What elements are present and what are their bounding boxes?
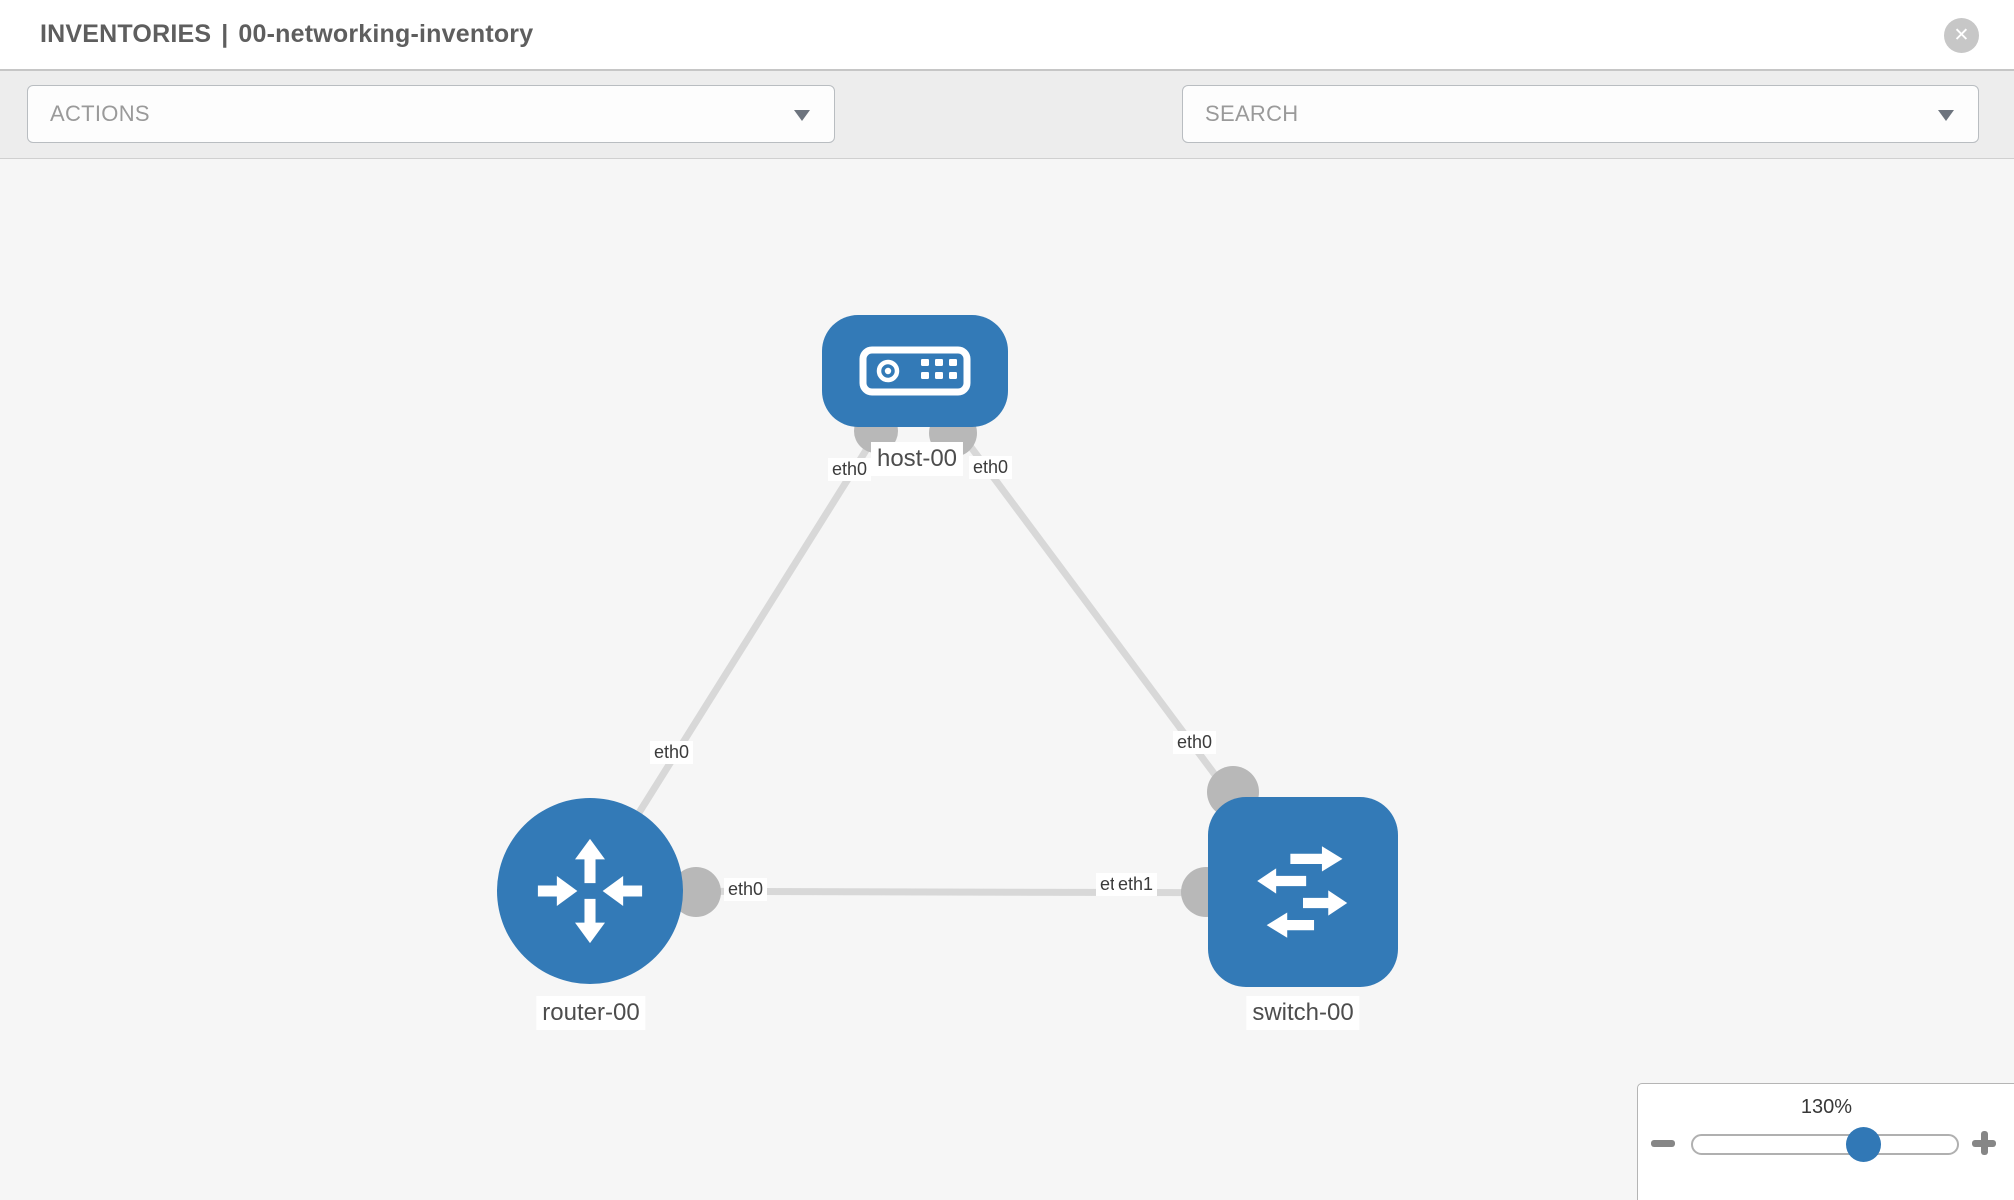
node-router[interactable] [497,798,683,984]
minus-icon [1651,1139,1675,1147]
node-label-switch: switch-00 [1246,996,1360,1030]
chevron-down-icon [1938,110,1954,121]
interface-label: eth0 [969,456,1013,479]
interface-label: eth0 [828,458,872,481]
node-switch[interactable] [1208,797,1398,987]
page-title: INVENTORIES | 00-networking-inventory [40,0,533,69]
interface-label: eth0 [1173,731,1217,754]
actions-dropdown-label: ACTIONS [50,101,150,126]
switch-icon [1257,846,1348,938]
interface-label: eth0 [650,741,694,764]
toolbar: ACTIONS SEARCH [0,71,2014,202]
breadcrumb-separator: | [221,20,229,48]
breadcrumb-inventory-name: 00-networking-inventory [238,20,534,48]
topology-graph [587,369,1306,917]
chevron-down-icon [794,110,810,121]
search-dropdown[interactable]: SEARCH [1182,85,1979,143]
zoom-level: 130% [1800,1096,1853,1118]
node-label-host: host-00 [870,442,964,476]
interface-dot [671,867,721,917]
breadcrumb-section: INVENTORIES [40,20,212,48]
header: INVENTORIES | 00-networking-inventory ✕ [0,0,2014,71]
interface-label: eth0 [724,878,768,901]
zoom-panel: 130% [1637,1083,2014,1200]
plus-icon [1972,1131,1996,1155]
host-icon [859,346,971,396]
zoom-slider-track[interactable] [1691,1134,1959,1155]
node-host[interactable] [822,315,1008,427]
zoom-in-button[interactable] [1967,1126,2001,1160]
node-label-router: router-00 [536,996,646,1030]
close-icon: ✕ [1953,24,1970,46]
topology-canvas[interactable]: host-00 router-00 switch-00 eth0 eth0 et… [0,160,2014,1200]
search-dropdown-label: SEARCH [1205,101,1299,126]
close-button[interactable]: ✕ [1944,18,1979,53]
router-icon [537,838,643,944]
zoom-slider-knob[interactable] [1846,1127,1881,1162]
actions-dropdown[interactable]: ACTIONS [27,85,835,143]
zoom-out-button[interactable] [1646,1126,1680,1160]
interface-label: eth1 [1114,873,1158,896]
